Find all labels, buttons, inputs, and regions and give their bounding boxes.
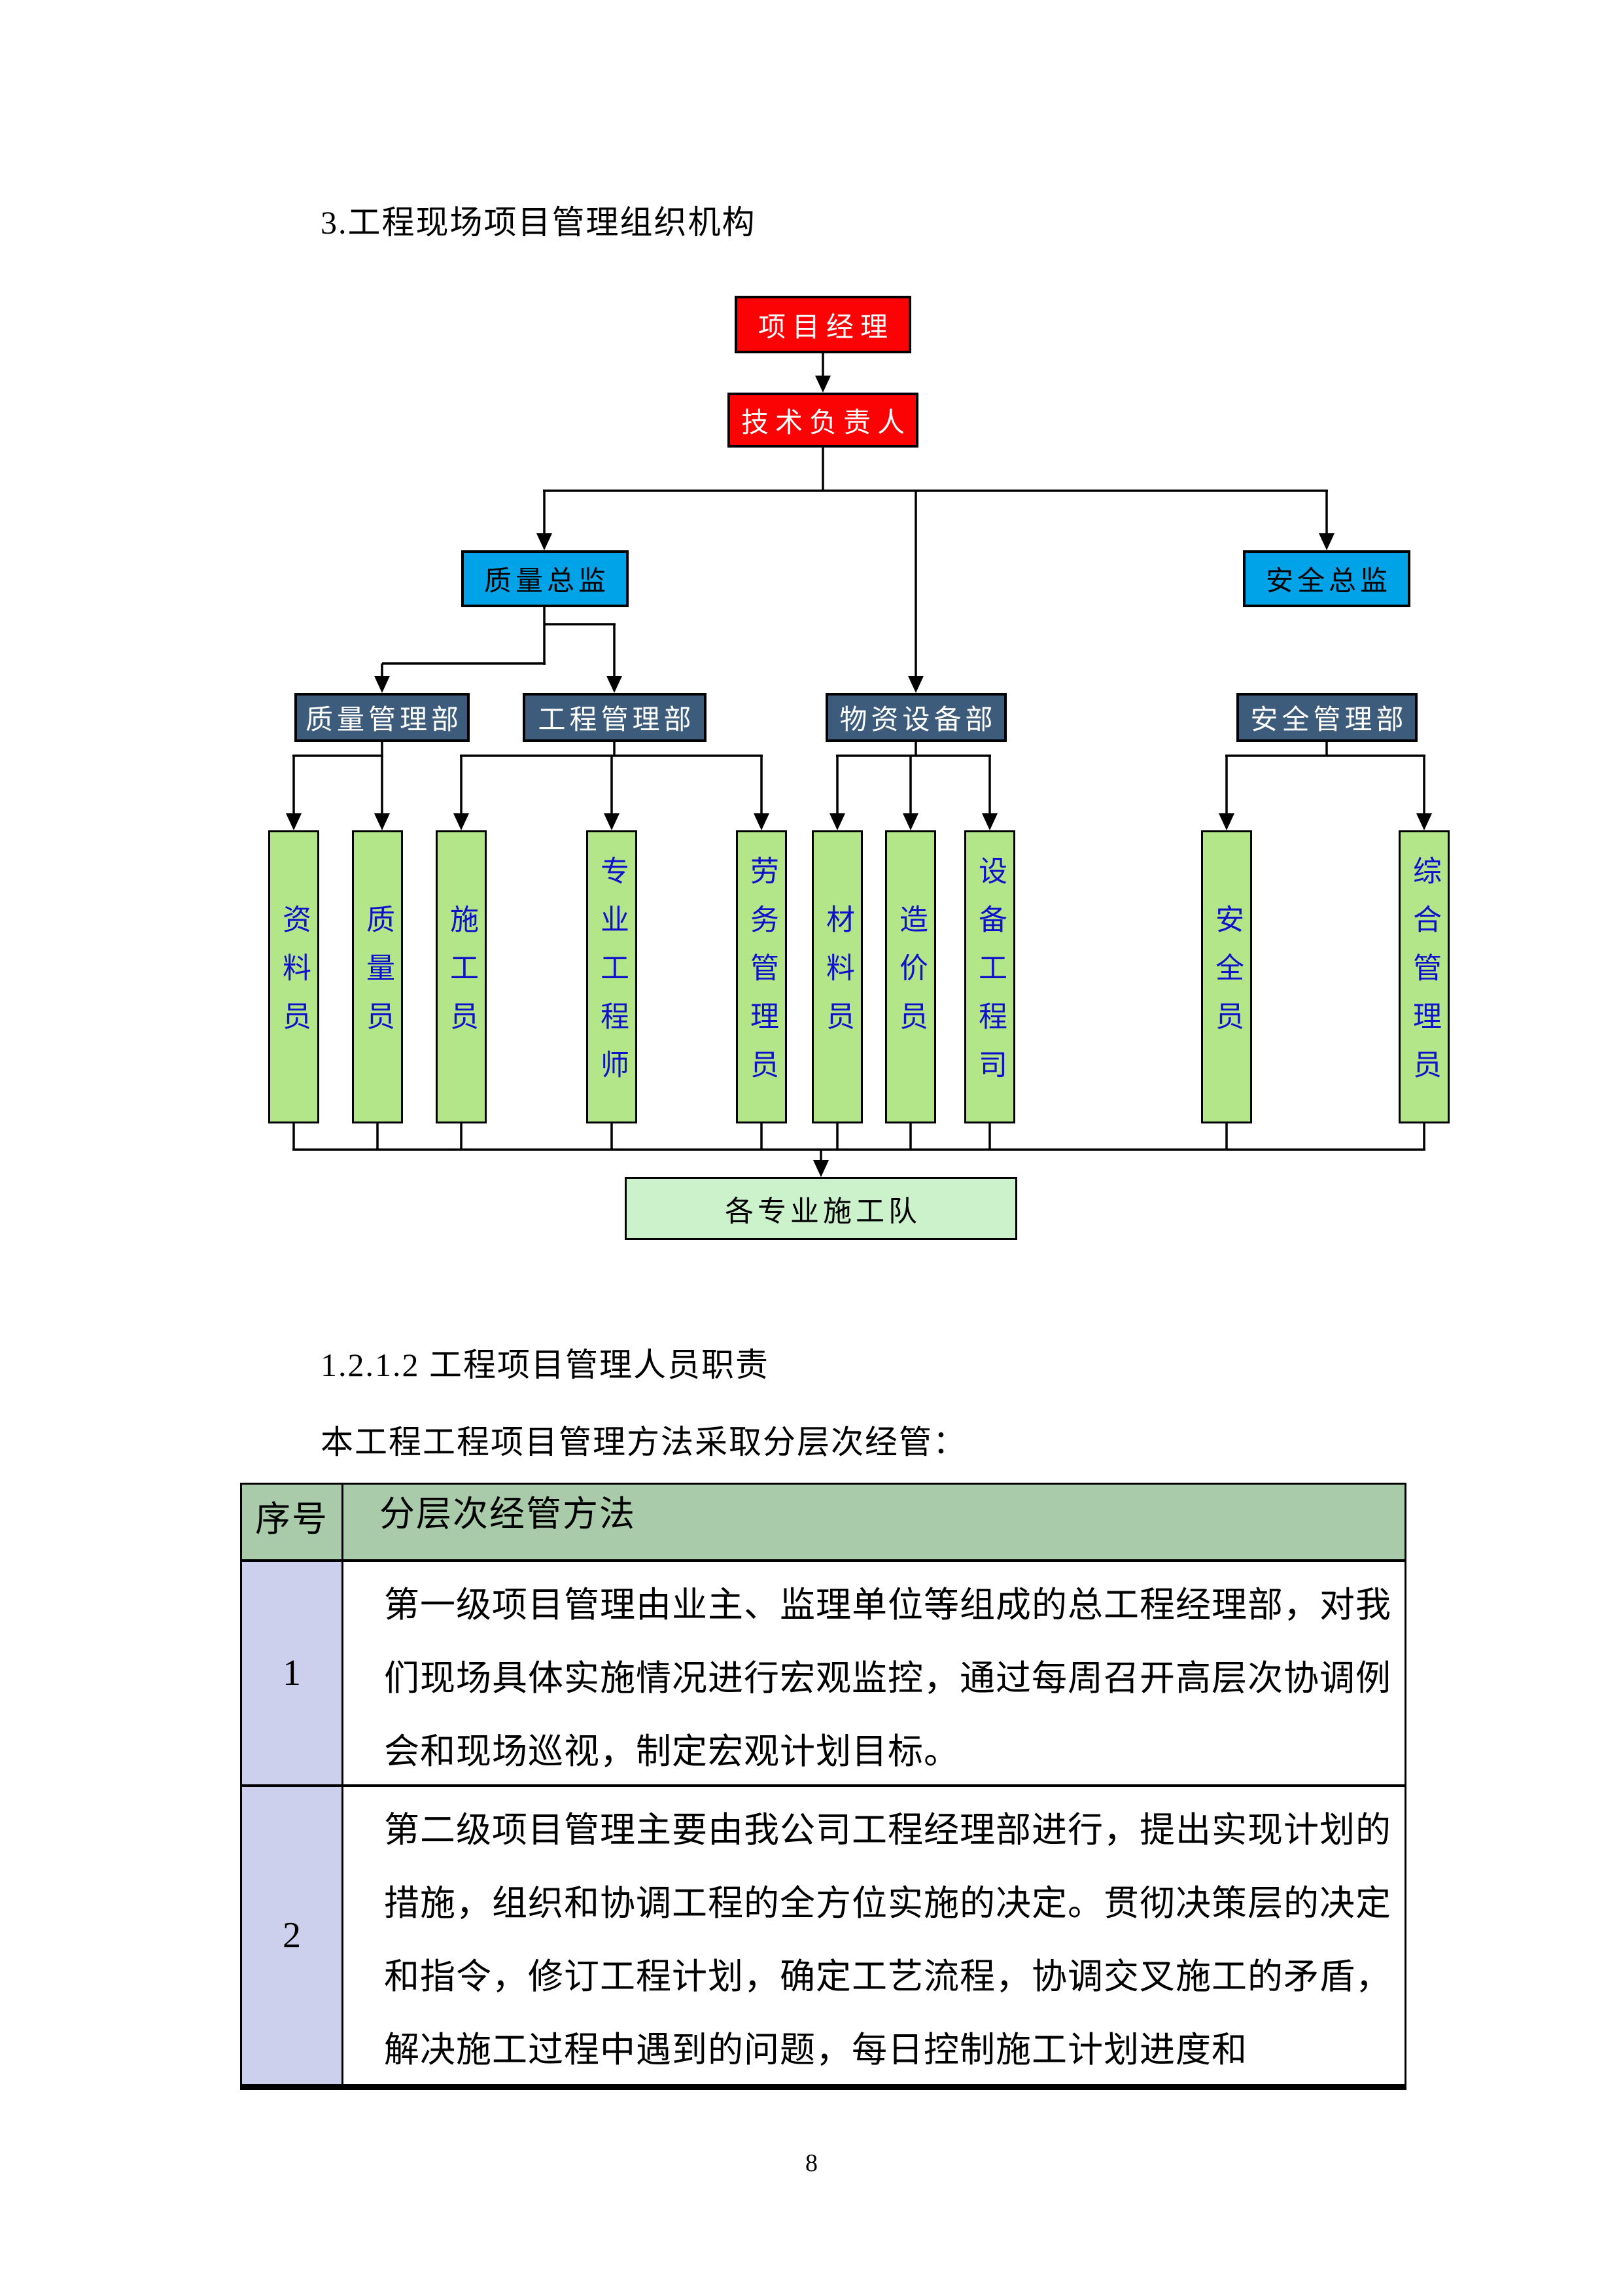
page-number: 8 [805,2149,818,2177]
org-node-staff-labor-admin: 劳务管理员 [736,830,787,1123]
org-node-staff-specialty-engineer: 专业工程师 [586,830,637,1123]
org-chart: 项目经理 技术负责人 质量总监 安全总监 质量管理部 工程管理部 物资设备部 安… [268,296,1450,1240]
table-row-number: 1 [242,1562,343,1787]
table-header-index: 序号 [242,1485,343,1562]
org-node-quality-dept: 质量管理部 [294,693,470,742]
org-node-staff-quality: 质量员 [352,830,403,1123]
org-node-staff-equipment-engineer: 设备工程司 [964,830,1015,1123]
org-node-engineering-dept: 工程管理部 [523,693,707,742]
org-node-quality-director: 质量总监 [461,550,629,607]
section-intro-text: 本工程工程项目管理方法采取分层次经管： [321,1424,967,1460]
org-node-staff-documentation: 资料员 [268,830,319,1123]
org-node-staff-construction: 施工员 [436,830,487,1123]
org-node-staff-materials: 材料员 [812,830,863,1123]
org-node-construction-teams: 各专业施工队 [625,1177,1017,1240]
table-row-text: 第二级项目管理主要由我公司工程经理部进行，提出实现计划的措施，组织和协调工程的全… [384,1810,1391,2070]
arrowheads [286,376,1432,1177]
org-node-staff-safety: 安全员 [1201,830,1252,1123]
org-node-technical-director: 技术负责人 [727,393,918,448]
chapter-title: 3.工程现场项目管理组织机构 [321,204,756,241]
table-row-text: 第一级项目管理由业主、监理单位等组成的总工程经理部，对我们现场具体实施情况进行宏… [343,1562,1405,1787]
table-row-number: 2 [242,1787,343,2084]
table-header-method: 分层次经管方法 [343,1485,1405,1562]
org-node-project-manager: 项目经理 [735,296,911,353]
management-levels-table: 序号 分层次经管方法 1 第一级项目管理由业主、监理单位等组成的总工程经理部，对… [240,1483,1406,2090]
org-node-safety-dept: 安全管理部 [1236,693,1418,742]
org-node-materials-equipment-dept: 物资设备部 [826,693,1007,742]
section-heading: 1.2.1.2 工程项目管理人员职责 [321,1347,769,1383]
org-node-staff-general-admin: 综合管理员 [1399,830,1450,1123]
org-chart-connectors [286,353,1432,1177]
org-node-safety-director: 安全总监 [1243,550,1410,607]
org-node-staff-cost-estimator: 造价员 [885,830,936,1123]
